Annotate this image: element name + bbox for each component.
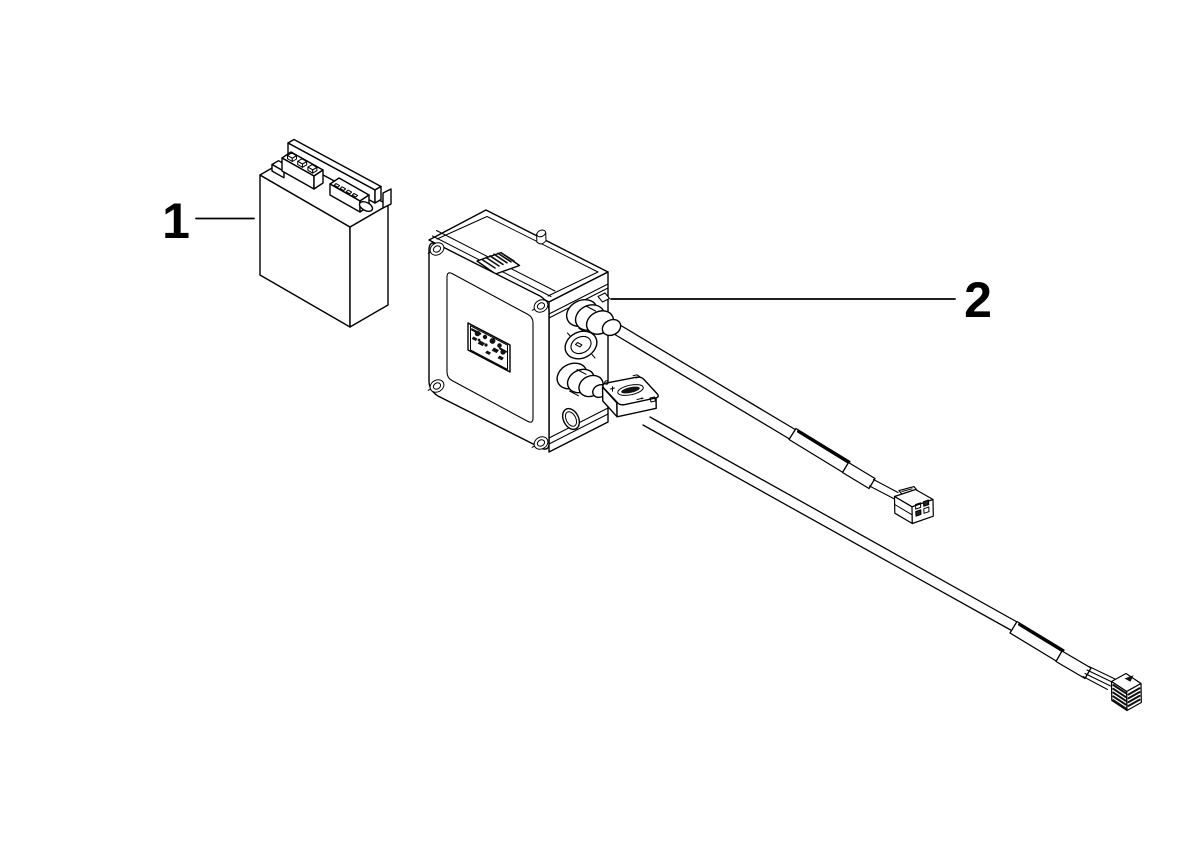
cable-lower [642,416,1116,690]
cable-gland-upper [565,299,622,337]
callout-2: 2 [610,272,992,328]
side-oval-opening [561,407,581,431]
top-label [476,251,521,275]
part-number-2: 2 [964,272,992,328]
connector-multipin [1110,672,1142,712]
battery-terminal-block-1 [281,151,324,190]
connector-arrow-mark [1124,675,1134,682]
front-panel-screws [427,242,549,450]
leader-attach-tab [597,292,610,303]
screw-icon [427,379,445,393]
side-bottom-rim-2 [548,413,609,445]
round-socket-middle [564,330,598,360]
part-number-1: 1 [162,193,190,249]
screw-icon [531,299,549,313]
callout-1: 1 [162,193,255,249]
cable-lower-sleeve [1009,620,1092,680]
screw-icon [427,242,445,256]
front-panel-recess [446,272,534,423]
cable-upper-sleeve [788,427,876,490]
lid-stub [536,229,547,245]
molded-plug [601,374,659,418]
side-parting-line-1 [548,283,609,315]
lid-inner-rim [436,216,599,297]
connector-4pin [893,486,934,525]
screw-icon [531,436,549,450]
part-1-battery-module [259,138,392,328]
cable-upper [613,324,899,500]
part-2-control-unit [427,209,1142,712]
front-label [467,322,511,373]
battery-rivet [358,201,374,212]
